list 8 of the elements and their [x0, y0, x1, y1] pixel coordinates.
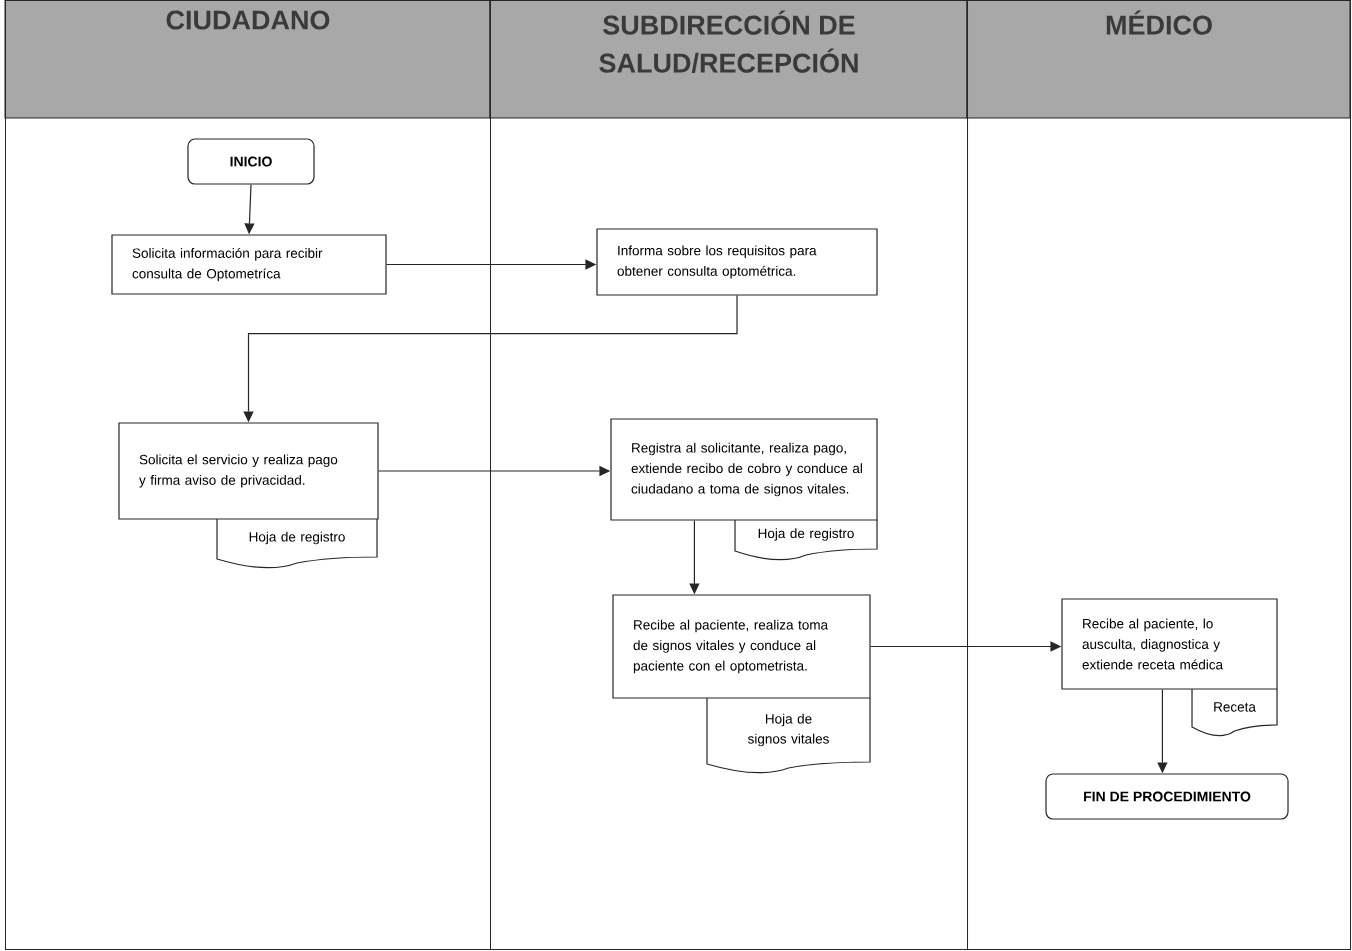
process-box: Solicita información para recibir consulta de Optometríca [111, 234, 387, 295]
process-box: Solicita el servicio y realiza pago y firma aviso de privacidad. [118, 422, 379, 520]
process-box: Informa sobre los requisitos para obtener consulta optométrica. [596, 228, 878, 296]
terminator-box: FIN DE PROCEDIMIENTO [1045, 773, 1289, 820]
process-box: Recibe al paciente, lo ausculta, diagnostica y extiende receta médica [1061, 598, 1278, 690]
process-box: Recibe al paciente, realiza toma de signos vitales y conduce al paciente con el optometrista. [612, 594, 871, 699]
process-box: Registra al solicitante, realiza pago, extiende recibo de cobro y conduce al ciudadano a toma de signos vitales. [610, 418, 878, 521]
terminator-box: INICIO [187, 138, 315, 185]
